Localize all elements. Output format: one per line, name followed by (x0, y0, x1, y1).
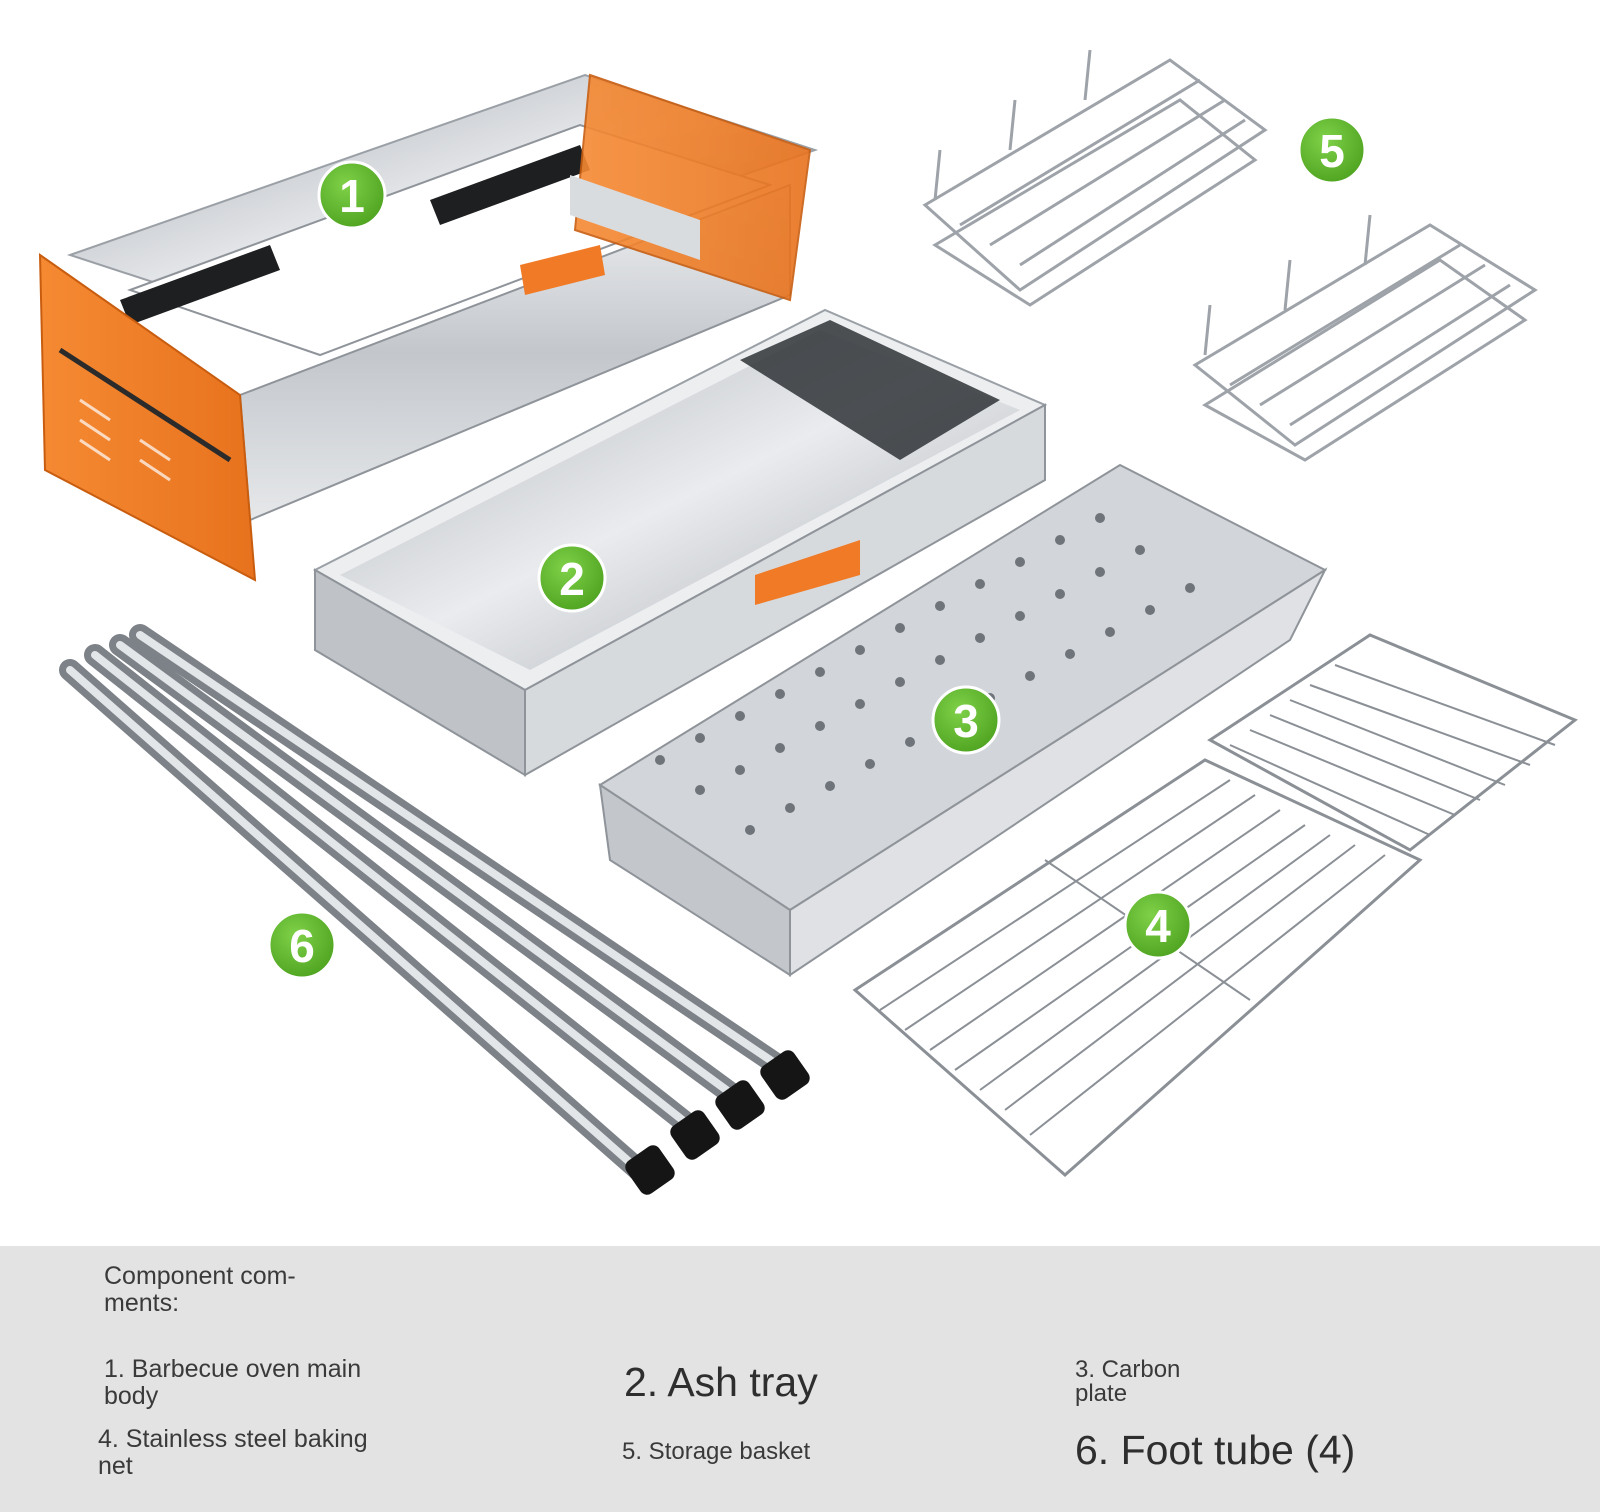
legend-heading: Component com- ments: (104, 1262, 296, 1317)
badge-2: 2 (537, 543, 607, 613)
badge-1: 1 (317, 160, 387, 230)
badge-5-label: 5 (1319, 125, 1345, 177)
legend-item-ash-tray: 2. Ash tray (624, 1359, 818, 1405)
badge-4-label: 4 (1145, 900, 1171, 952)
badge-3-label: 3 (953, 695, 979, 747)
badge-5: 5 (1297, 115, 1367, 185)
badge-1-label: 1 (339, 170, 365, 222)
legend-item-baking-net: 4. Stainless steel baking net (98, 1425, 368, 1480)
badge-6-label: 6 (289, 920, 315, 972)
legend-item-carbon-plate: 3. Carbon plate (1075, 1356, 1181, 1407)
bbq-main-body (38, 73, 819, 582)
legend-item-main-body: 1. Barbecue oven main body (104, 1355, 362, 1410)
badge-3: 3 (931, 685, 1001, 755)
baking-net (852, 633, 1578, 1178)
ash-tray (312, 308, 1048, 777)
product-illustration: 1 2 3 4 5 6 (38, 49, 1578, 1195)
legend-item-storage-basket: 5. Storage basket (622, 1438, 811, 1465)
component-legend: Component com- ments: 1. Barbecue oven m… (0, 1246, 1600, 1512)
foot-tubes (59, 624, 810, 1195)
legend-item-foot-tube: 6. Foot tube (4) (1075, 1427, 1356, 1473)
badge-4: 4 (1123, 890, 1193, 960)
storage-basket (922, 49, 1538, 462)
badge-6: 6 (267, 910, 337, 980)
badge-2-label: 2 (559, 553, 585, 605)
